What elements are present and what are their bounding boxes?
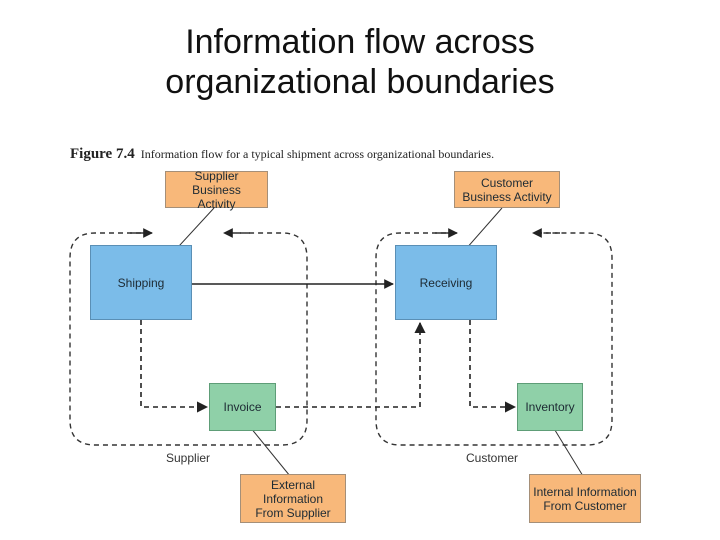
figure-number: Figure 7.4 [70,146,135,162]
invoice-box: Invoice [209,383,276,431]
shipping-label: Shipping [117,275,165,290]
customer-business-activity-box: Customer Business Activity [454,171,560,208]
internal-information-label: Internal Information From Customer [533,484,637,513]
supplier-region-label: Supplier [166,451,211,465]
internal-information-box: Internal Information From Customer [529,474,641,523]
invoice-to-receiving-arrow [276,321,426,408]
shipping-box: Shipping [90,245,192,320]
customer-boundary-loop [375,232,613,446]
receiving-to-inventory-arrow [469,320,517,413]
receiving-box: Receiving [395,245,497,320]
supplier-boundary-loop [69,232,308,446]
inventory-label: Inventory [525,400,575,414]
external-information-label: External Information From Supplier [255,477,331,520]
inventory-box: Inventory [517,383,583,431]
slide-title: Information flow across organizational b… [0,22,720,102]
shipping-to-invoice-arrow [140,320,209,413]
invoice-label: Invoice [223,400,262,414]
title-line-1: Information flow across [185,23,535,61]
internal-info-leader [549,421,584,477]
external-information-box: External Information From Supplier [240,474,346,523]
title-line-2: organizational boundaries [165,63,555,101]
figure-caption-text: Information flow for a typical shipment … [140,147,495,161]
external-info-leader [245,421,291,477]
receiving-label: Receiving [419,275,473,290]
supplier-business-activity-box: Supplier Business Activity [165,168,268,211]
customer-region-label: Customer [466,451,519,465]
customer-business-activity-label: Customer Business Activity [462,175,552,204]
figure-caption: Figure 7.4 Information flow for a typical… [70,146,494,163]
supplier-business-activity-label: Supplier Business Activity [192,168,241,211]
